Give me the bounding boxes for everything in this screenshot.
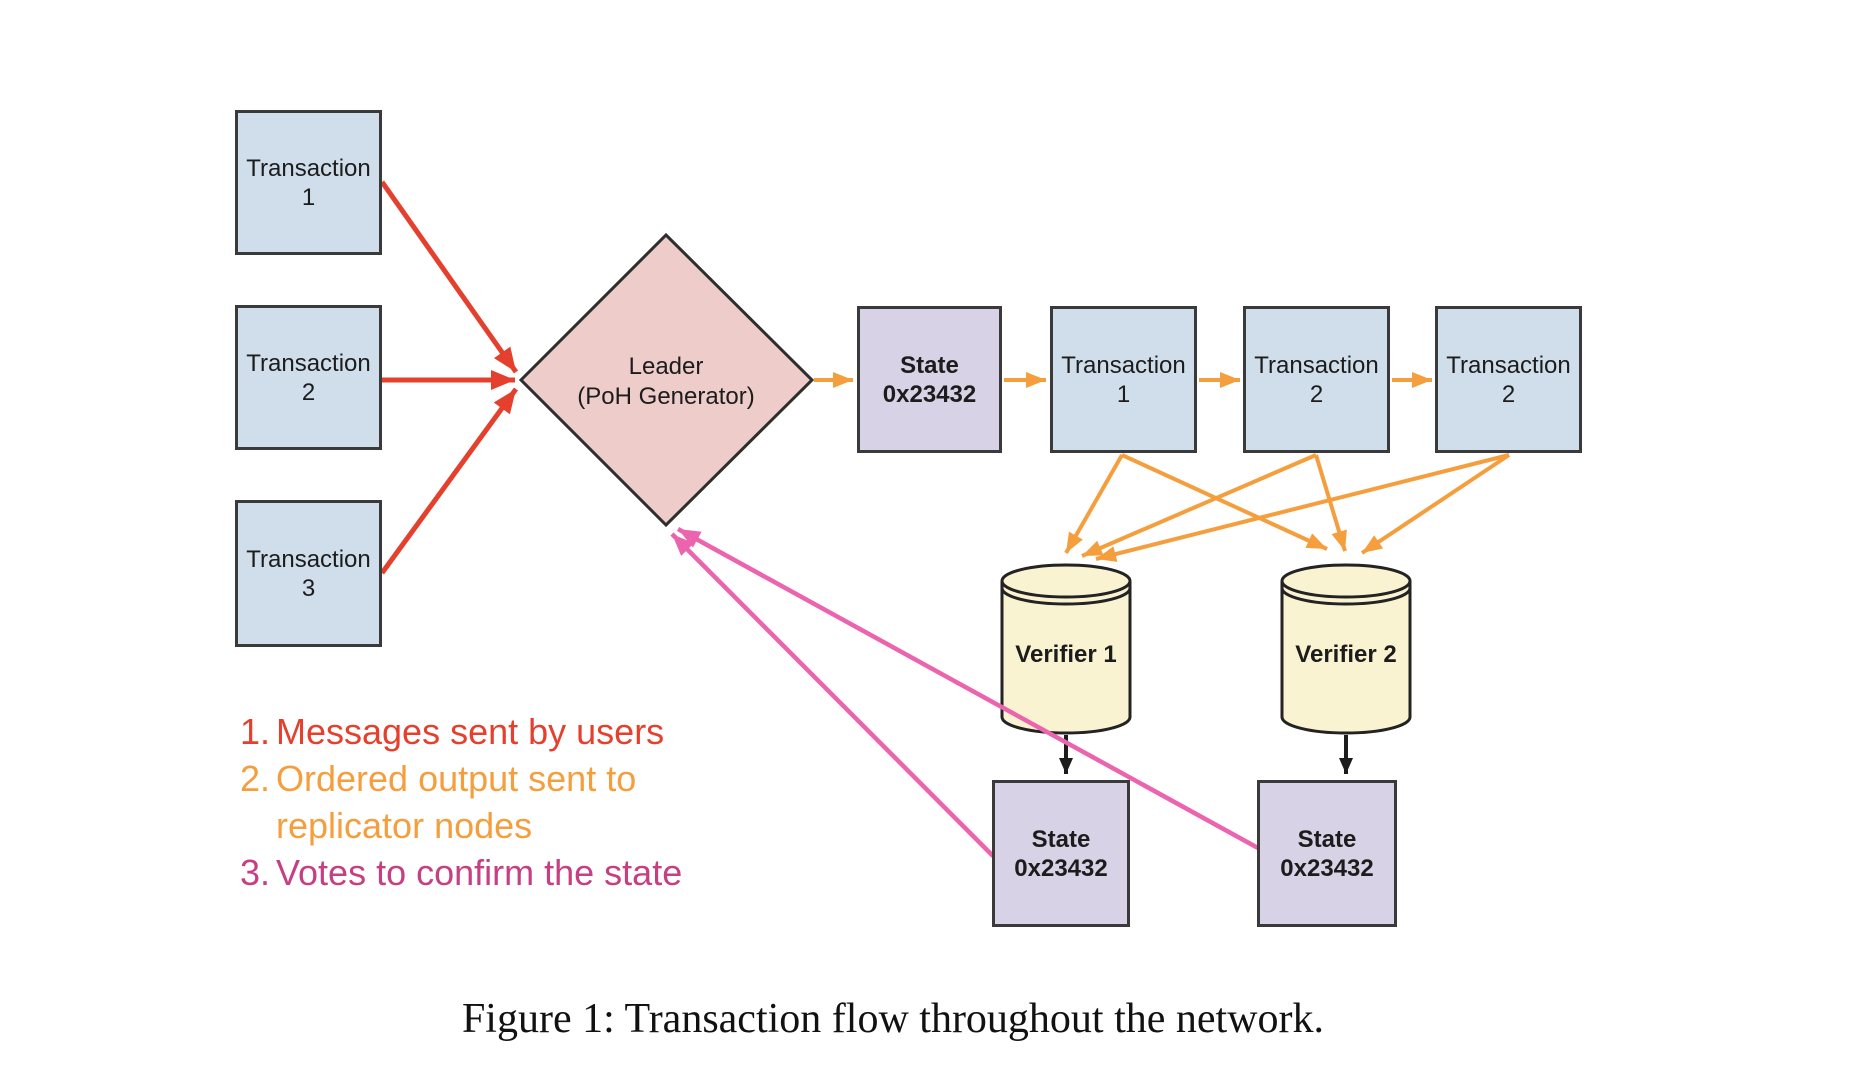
- verifier1-label: Verifier 1: [1015, 641, 1117, 668]
- verifier2-cylinder-body: [1280, 581, 1412, 735]
- verifier2-cylinder-icon: [1280, 563, 1412, 735]
- legend-item-messages: 1. Messages sent by users: [240, 708, 776, 755]
- arrow-vote-state2-to-leader: [676, 527, 1260, 850]
- arrow-tx1-to-verifier2: [1121, 453, 1328, 551]
- verifier1-cylinder-lid: [1000, 563, 1132, 599]
- legend-number: 2.: [240, 758, 271, 799]
- arrow-tx2b-to-verifier2: [1360, 453, 1511, 555]
- legend-number: 3.: [240, 852, 271, 893]
- verifier1-cylinder-ring: [1000, 587, 1132, 606]
- node-ordered-transaction-3: Transaction 2: [1435, 306, 1582, 453]
- node-ordered-transaction-2: Transaction 2: [1243, 306, 1390, 453]
- leader-diamond-shape: [518, 232, 815, 528]
- arrow-tx2-to-verifier2: [1314, 454, 1347, 552]
- legend-text: Ordered output sent to replicator nodes: [276, 758, 637, 846]
- arrow-tx2b-to-verifier1: [1095, 453, 1510, 562]
- node-generated-state: State 0x23432: [857, 306, 1002, 453]
- node-user-transaction-1: Transaction 1: [235, 110, 382, 255]
- node-user-transaction-3: Transaction 3: [235, 500, 382, 647]
- verifier2-cylinder-ring: [1280, 587, 1412, 606]
- verifier2-cylinder-lid: [1280, 563, 1412, 599]
- legend-number: 1.: [240, 711, 271, 752]
- legend-text: Votes to confirm the state: [276, 852, 683, 893]
- figure-caption: Figure 1: Transaction flow throughout th…: [461, 996, 1325, 1042]
- node-ordered-transaction-1: Transaction 1: [1050, 306, 1197, 453]
- legend-item-votes: 3. Votes to confirm the state: [240, 849, 776, 896]
- arrow-transaction1-to-leader: [379, 180, 519, 374]
- node-verifier2-state: State 0x23432: [1257, 780, 1397, 927]
- leader-label: Leader (PoH Generator): [577, 353, 755, 410]
- arrow-tx1-to-verifier1: [1064, 454, 1124, 554]
- node-verifier1-state: State 0x23432: [992, 780, 1130, 927]
- verifier2-label: Verifier 2: [1295, 641, 1397, 668]
- legend-item-ordered-output: 2. Ordered output sent to replicator nod…: [240, 755, 776, 849]
- verifier1-cylinder-body: [1000, 581, 1132, 735]
- legend: 1. Messages sent by users 2. Ordered out…: [240, 708, 776, 896]
- node-user-transaction-2: Transaction 2: [235, 305, 382, 450]
- arrow-vote-state1-to-leader: [670, 532, 995, 858]
- arrow-tx2-to-verifier1: [1081, 453, 1317, 558]
- arrow-transaction3-to-leader: [379, 387, 519, 575]
- verifier1-cylinder-icon: [1000, 563, 1132, 735]
- legend-text: Messages sent by users: [276, 711, 665, 752]
